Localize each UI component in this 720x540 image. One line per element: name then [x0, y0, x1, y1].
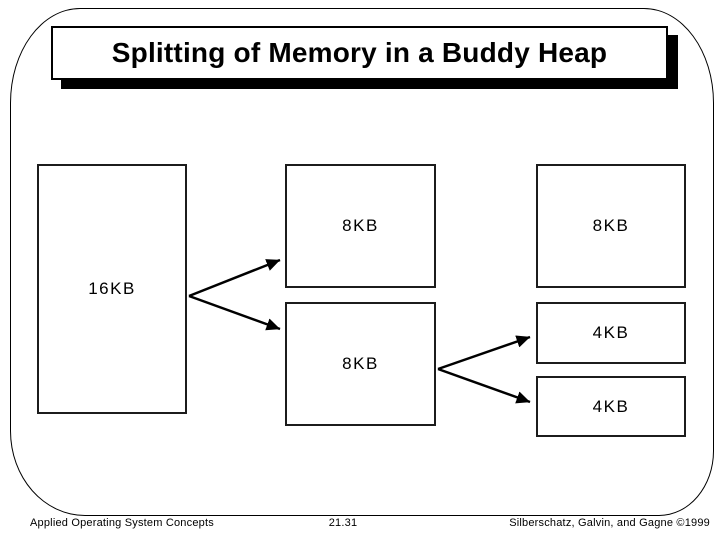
footer-page-number: 21.31: [328, 517, 358, 529]
footer-course-name: Applied Operating System Concepts: [30, 517, 214, 529]
memory-block-8kb-split-bottom: 8KB: [285, 302, 436, 426]
memory-block-8kb-split-top: 8KB: [285, 164, 436, 288]
memory-block-label: 8KB: [342, 216, 379, 235]
memory-block-label: 4KB: [592, 396, 630, 416]
memory-block-4kb-bottom: 4KB: [536, 376, 686, 437]
memory-block-label: 4KB: [592, 323, 630, 342]
memory-block-4kb-top: 4KB: [536, 302, 686, 364]
memory-block-label: 8KB: [342, 354, 379, 373]
memory-block-8kb-right: 8KB: [536, 164, 686, 288]
memory-block-label: 16KB: [88, 279, 136, 298]
footer-copyright: Silberschatz, Galvin, and Gagne ©1999: [509, 517, 710, 529]
memory-block-16kb: 16KB: [37, 164, 187, 414]
slide-title-banner: Splitting of Memory in a Buddy Heap: [51, 26, 668, 80]
slide-title: Splitting of Memory in a Buddy Heap: [111, 37, 608, 68]
slide-border: [10, 8, 714, 516]
memory-block-label: 8KB: [592, 216, 630, 235]
